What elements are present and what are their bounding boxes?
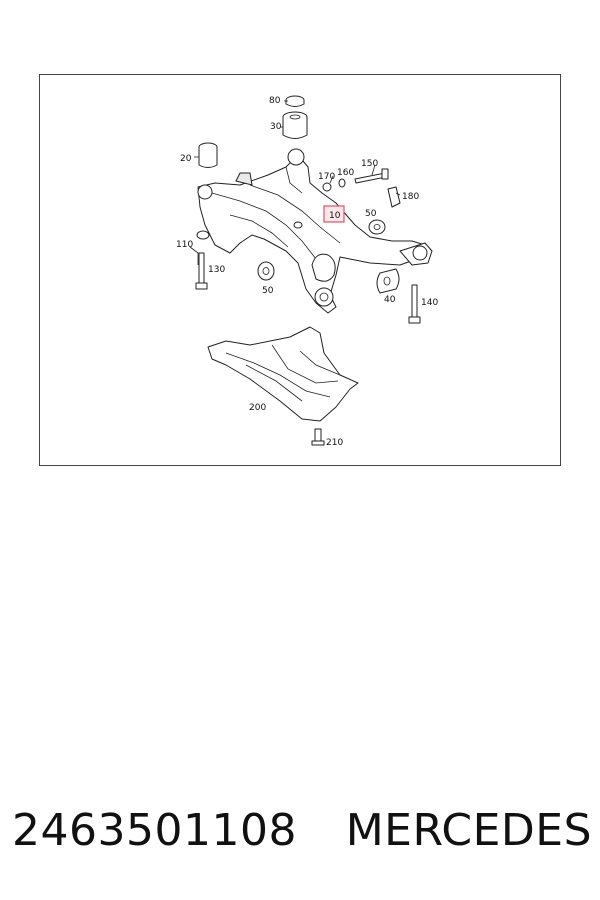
part-40-bushing [376,268,400,294]
callout-140: 140 [421,298,438,308]
part-50-bushing-upper [368,219,386,235]
product-footer: 2463501108 MERCEDES [12,800,592,860]
part-30-bushing [282,111,308,139]
part-180-bracket [387,186,401,208]
brand-name: MERCEDES [345,804,592,856]
part-170-nut [322,182,332,192]
callout-150: 150 [361,159,378,169]
part-200-cover-panel [207,326,359,422]
callout-110: 110 [176,240,193,250]
part-10-subframe [197,148,433,314]
part-140-bolt [408,284,421,324]
part-110-bushing [189,230,210,265]
callout-30: 30 [270,122,282,132]
part-210-screw [311,428,325,446]
part-number: 2463501108 [12,804,297,856]
callout-160: 160 [337,168,354,178]
callout-40: 40 [384,295,396,305]
callout-50-upper: 50 [365,209,377,219]
subframe-exploded-diagram: 80 30 20 170 160 150 180 10 50 110 130 5… [176,95,438,448]
highlight-box-10 [323,205,345,223]
callout-170: 170 [318,172,335,182]
part-50-bushing-lower [257,261,275,281]
part-80-cap [285,95,305,107]
callout-20: 20 [180,154,192,164]
callout-130: 130 [208,265,225,275]
callout-80: 80 [269,96,281,106]
part-160-washer [338,178,346,188]
part-150-bolt [354,168,389,184]
callout-200: 200 [249,403,266,413]
callout-10: 10 [329,211,341,221]
callout-50-lower: 50 [262,286,274,296]
diagram-frame: 80 30 20 170 160 150 180 10 50 110 130 5… [39,74,561,466]
part-130-bolt [195,252,208,290]
leader-lines [194,100,401,196]
callout-210: 210 [326,438,343,448]
part-20-bushing [198,142,218,168]
callout-180: 180 [402,192,419,202]
